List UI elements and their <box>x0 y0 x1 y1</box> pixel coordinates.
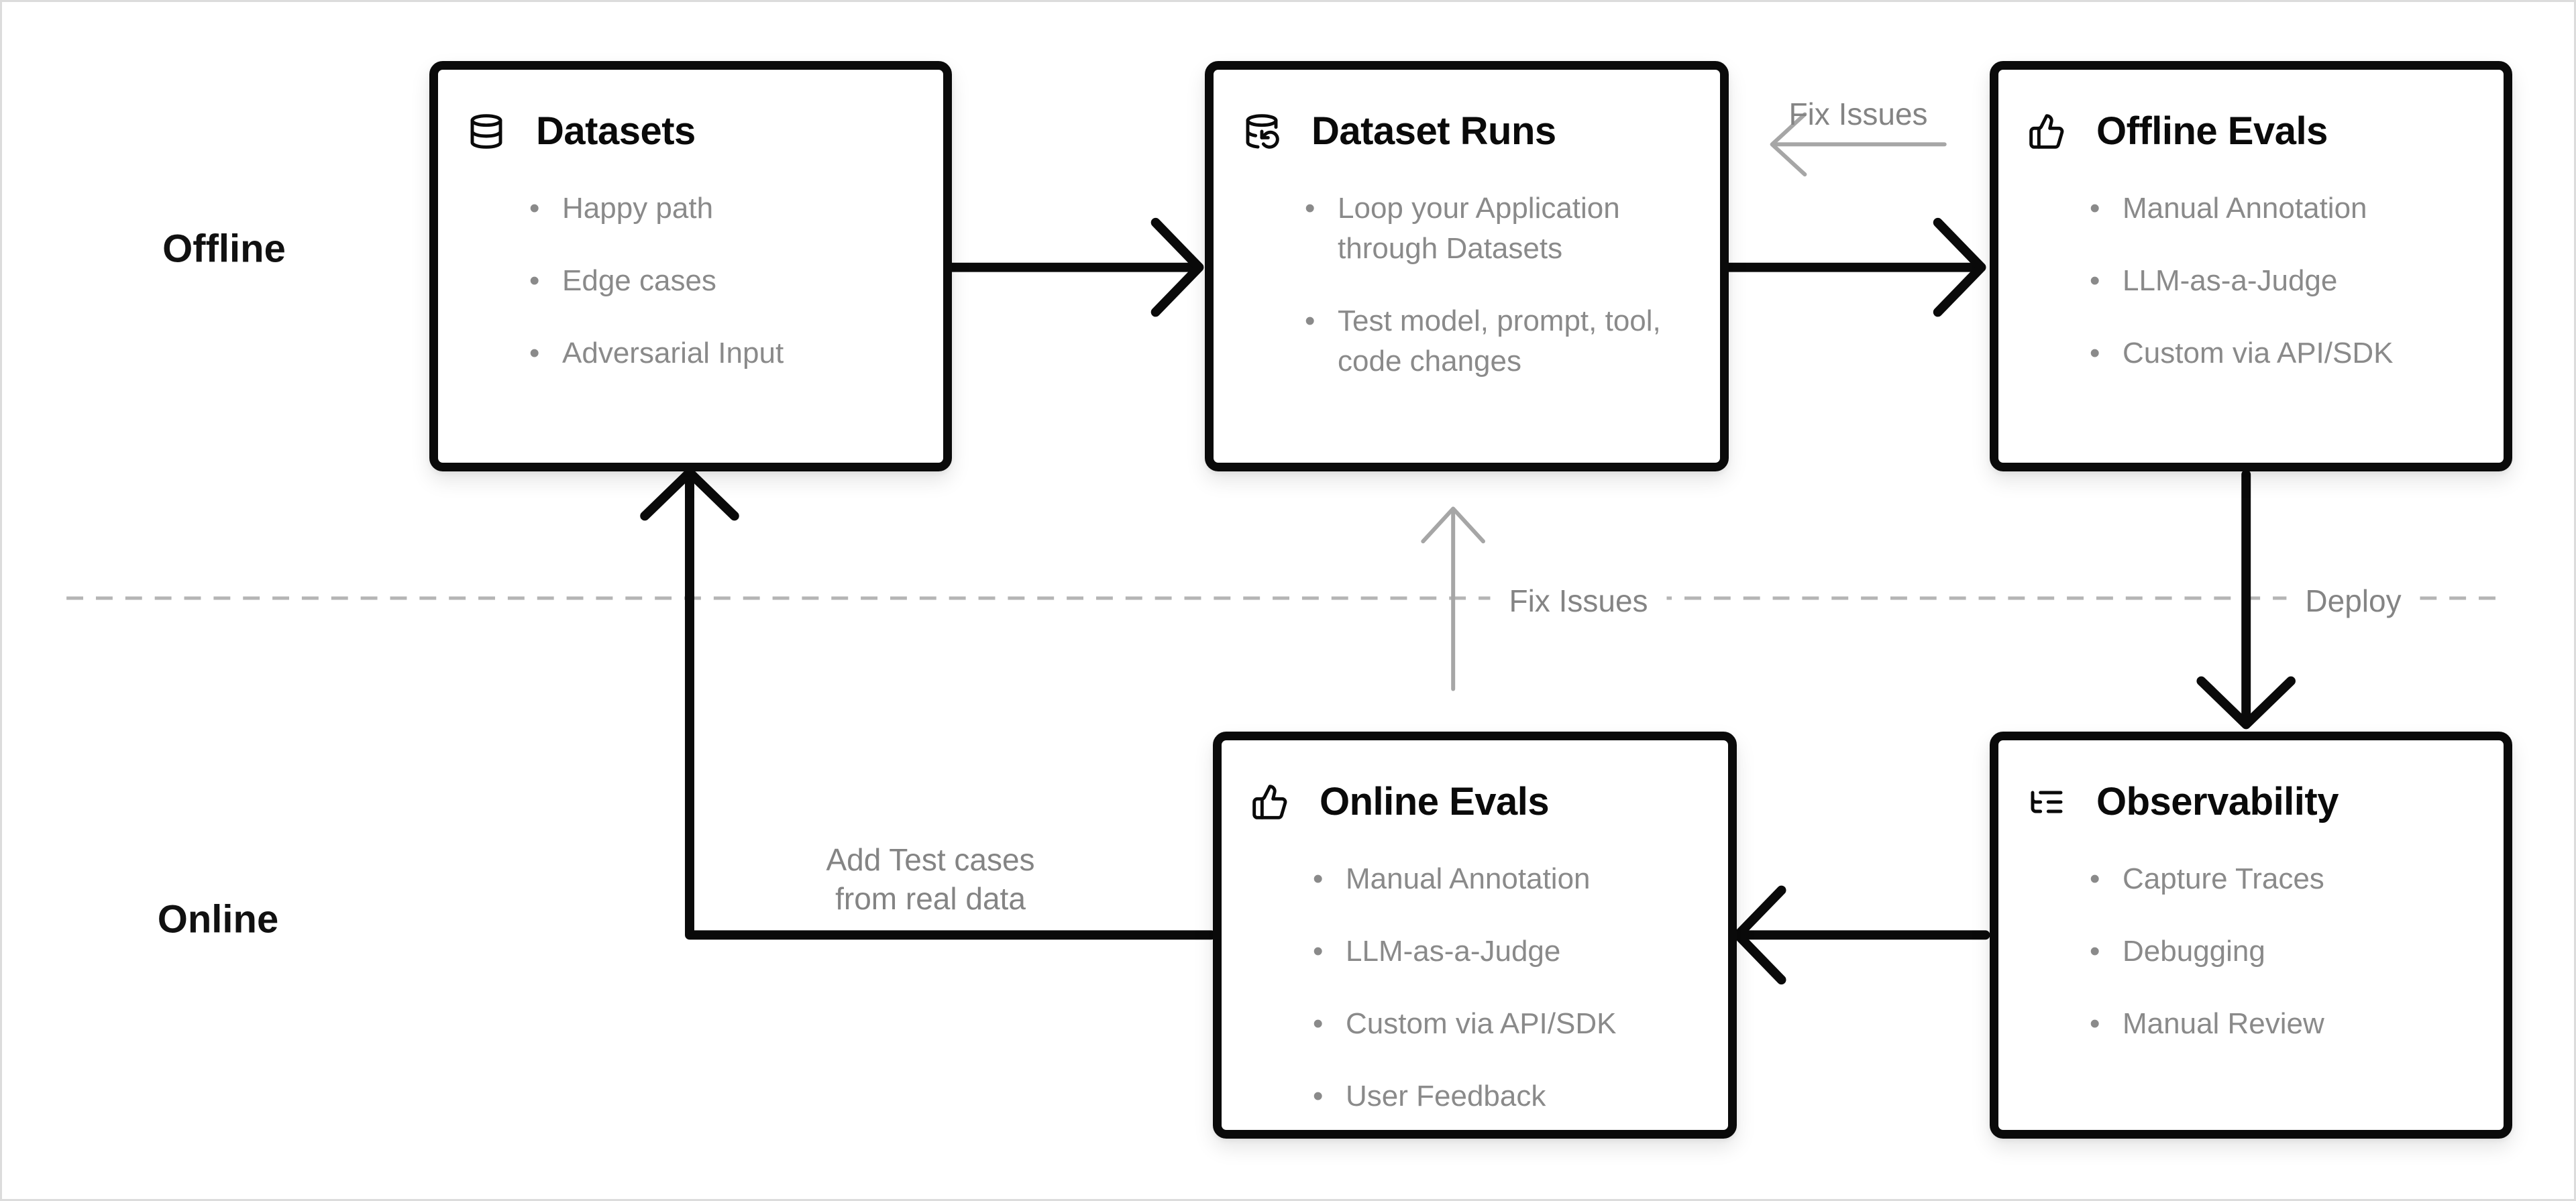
offline-lane-label: Offline <box>162 227 286 271</box>
deploy-label: Deploy <box>2286 579 2420 623</box>
datasets-box-header: Datasets <box>468 109 906 154</box>
database-icon <box>468 113 505 150</box>
datasets-box: Datasets Happy path Edge cases Adversari… <box>429 61 952 471</box>
online-evals-box-header: Online Evals <box>1251 779 1690 824</box>
list-item: Manual Annotation <box>1313 859 1690 899</box>
list-item: Manual Annotation <box>2090 188 2466 229</box>
fix-issues-top-label: Fix Issues <box>1788 97 1928 131</box>
list-item: Debugging <box>2090 931 2466 972</box>
list-item: Capture Traces <box>2090 859 2466 899</box>
offline-evals-list: Manual Annotation LLM-as-a-Judge Custom … <box>2028 188 2466 374</box>
datasets-list: Happy path Edge cases Adversarial Input <box>468 188 906 374</box>
online-evals-box-title: Online Evals <box>1320 780 1550 823</box>
list-item: Adversarial Input <box>529 333 906 374</box>
list-item: Happy path <box>529 188 906 229</box>
datasets-box-title: Datasets <box>536 109 696 153</box>
offline-evals-box: Offline Evals Manual Annotation LLM-as-a… <box>1990 61 2512 471</box>
online-evals-list: Manual Annotation LLM-as-a-Judge Custom … <box>1251 859 1690 1117</box>
dataset-runs-box-header: Dataset Runs <box>1243 109 1682 154</box>
add-test-cases-label: Add Test cases from real data <box>826 842 1035 916</box>
list-item: User Feedback <box>1313 1076 1690 1117</box>
list-tree-icon <box>2028 783 2065 821</box>
offline-evals-box-title: Offline Evals <box>2096 109 2328 153</box>
list-item: LLM-as-a-Judge <box>1313 931 1690 972</box>
list-item: Loop your Application through Datasets <box>1305 188 1682 269</box>
list-item: Edge cases <box>529 261 906 301</box>
dataset-runs-list: Loop your Application through Datasets T… <box>1243 188 1682 382</box>
observability-box-header: Observability <box>2028 779 2466 824</box>
thumbs-up-icon <box>1251 783 1289 821</box>
dataset-runs-box-title: Dataset Runs <box>1311 109 1556 153</box>
datasets-to-dataset-runs-arrow <box>946 217 1204 317</box>
dataset-runs-to-offline-evals-arrow <box>1720 217 1986 317</box>
list-item: Custom via API/SDK <box>1313 1004 1690 1044</box>
deploy-arrow <box>2196 469 2296 730</box>
list-item: Test model, prompt, tool, code changes <box>1305 301 1682 382</box>
list-item: Custom via API/SDK <box>2090 333 2466 374</box>
dataset-runs-box: Dataset Runs Loop your Application throu… <box>1205 61 1729 471</box>
online-evals-box: Online Evals Manual Annotation LLM-as-a-… <box>1213 732 1737 1139</box>
thumbs-up-icon <box>2028 113 2065 150</box>
offline-evals-box-header: Offline Evals <box>2028 109 2466 154</box>
observability-box-title: Observability <box>2096 780 2339 823</box>
observability-list: Capture Traces Debugging Manual Review <box>2028 859 2466 1044</box>
fix-issues-middle-label: Fix Issues <box>1490 579 1667 623</box>
database-loop-icon <box>1243 113 1281 150</box>
list-item: LLM-as-a-Judge <box>2090 261 2466 301</box>
observability-box: Observability Capture Traces Debugging M… <box>1990 732 2512 1139</box>
observability-to-online-evals-arrow <box>1733 885 1990 985</box>
list-item: Manual Review <box>2090 1004 2466 1044</box>
online-lane-label: Online <box>157 897 279 941</box>
fix-issues-middle-arrow <box>1421 506 1486 691</box>
